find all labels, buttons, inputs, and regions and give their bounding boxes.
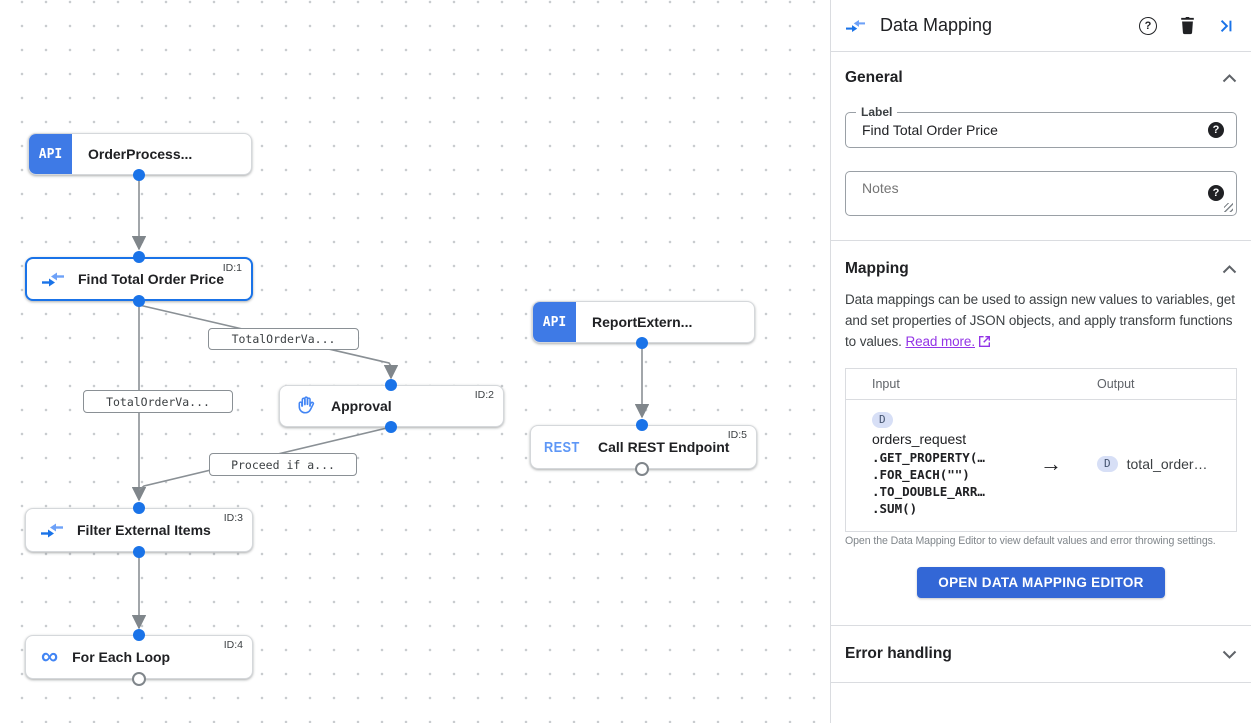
node-title: Call REST Endpoint	[598, 439, 730, 455]
panel-header: Data Mapping ?	[831, 0, 1251, 52]
chevron-down-icon[interactable]	[1222, 650, 1237, 659]
node-title: For Each Loop	[72, 649, 171, 665]
data-mapping-icon	[41, 523, 63, 538]
node-filter-external-items[interactable]: Filter External Items ID:3	[25, 508, 253, 552]
mapping-description: Data mappings can be used to assign new …	[845, 289, 1237, 353]
general-section-title: General	[845, 69, 903, 86]
error-handling-section-title: Error handling	[845, 645, 952, 662]
editor-note: Open the Data Mapping Editor to view def…	[845, 535, 1216, 547]
label-input[interactable]	[862, 122, 1208, 138]
divider	[831, 625, 1251, 626]
node-title: Filter External Items	[77, 522, 211, 538]
api-trigger-icon: API	[29, 134, 72, 174]
node-call-rest-endpoint[interactable]: REST Call REST Endpoint ID:5	[530, 425, 757, 469]
general-section-header[interactable]: General	[845, 69, 1237, 87]
node-title: Find Total Order Price	[78, 271, 224, 287]
chevron-up-icon[interactable]	[1222, 73, 1237, 83]
divider	[831, 682, 1251, 683]
connection-port[interactable]	[133, 251, 145, 263]
divider	[831, 240, 1251, 241]
connection-port[interactable]	[133, 169, 145, 181]
node-report-extern-trigger[interactable]: API ReportExtern...	[532, 301, 755, 343]
connection-port[interactable]	[133, 629, 145, 641]
output-variable-name: total_order…	[1126, 455, 1208, 472]
mapping-description-text: Data mappings can be used to assign new …	[845, 292, 1235, 349]
mapping-table: Input Output D orders_request .GET_PROPE…	[845, 368, 1237, 532]
connection-port[interactable]	[636, 337, 648, 349]
input-variable-name: orders_request	[872, 431, 967, 447]
approval-hand-icon	[295, 395, 317, 417]
node-for-each-loop[interactable]: ∞ For Each Loop ID:4	[25, 635, 253, 679]
variable-type-badge: D	[1097, 455, 1118, 472]
node-order-process-trigger[interactable]: API OrderProcess...	[28, 133, 252, 175]
connection-port[interactable]	[133, 546, 145, 558]
resize-handle[interactable]	[1224, 203, 1233, 212]
help-icon[interactable]: ?	[1208, 122, 1224, 138]
delete-icon[interactable]	[1179, 16, 1196, 35]
node-id-badge: ID:4	[223, 639, 243, 651]
notes-field[interactable]: ?	[845, 171, 1237, 216]
node-id-badge: ID:2	[474, 389, 494, 401]
panel-title: Data Mapping	[880, 15, 993, 35]
node-id-badge: ID:5	[727, 429, 747, 441]
mapping-section-header[interactable]: Mapping	[845, 260, 1237, 278]
variable-type-badge: D	[872, 412, 893, 428]
open-data-mapping-editor-button[interactable]: OPEN DATA MAPPING EDITOR	[917, 567, 1165, 598]
chevron-up-icon[interactable]	[1222, 264, 1237, 274]
node-id-badge: ID:3	[223, 512, 243, 524]
external-link-icon[interactable]	[978, 332, 990, 353]
connection-port[interactable]	[133, 502, 145, 514]
edge-label[interactable]: TotalOrderVa...	[83, 390, 233, 413]
notes-input[interactable]	[862, 180, 1208, 206]
config-panel: Data Mapping ? General	[830, 0, 1251, 723]
label-field[interactable]: Label ?	[845, 105, 1237, 148]
node-title: ReportExtern...	[592, 314, 693, 330]
output-column-header: Output	[1097, 377, 1135, 391]
data-mapping-icon	[42, 272, 64, 287]
data-mapping-icon	[846, 19, 865, 33]
rest-icon: REST	[544, 438, 580, 456]
node-title: Approval	[331, 398, 392, 414]
transform-function: .SUM()	[872, 501, 918, 516]
connection-port[interactable]	[385, 421, 397, 433]
help-icon[interactable]: ?	[1208, 185, 1224, 201]
input-column-header: Input	[872, 377, 900, 391]
error-handling-section-header[interactable]: Error handling	[845, 645, 1237, 663]
mapping-table-header: Input Output	[846, 369, 1236, 400]
edge-label[interactable]: TotalOrderVa...	[208, 328, 359, 350]
edge-label[interactable]: Proceed if a...	[209, 453, 357, 476]
transform-function: .GET_PROPERTY(…	[872, 450, 985, 465]
connection-port[interactable]	[133, 295, 145, 307]
transform-function: .TO_DOUBLE_ARR…	[872, 484, 985, 499]
node-approval[interactable]: Approval ID:2	[279, 385, 504, 427]
mapping-arrow-icon: →	[1040, 450, 1062, 476]
connection-port[interactable]	[385, 379, 397, 391]
node-title: OrderProcess...	[88, 146, 193, 162]
connection-port-end[interactable]	[635, 462, 649, 476]
flow-canvas[interactable]: TotalOrderVa... TotalOrderVa... Proceed …	[0, 0, 830, 723]
close-panel-icon[interactable]	[1218, 18, 1234, 34]
flow-edges	[131, 175, 650, 630]
read-more-link[interactable]: Read more.	[905, 334, 975, 349]
transform-function: .FOR_EACH("")	[872, 467, 970, 482]
label-field-label: Label	[856, 105, 898, 119]
api-trigger-icon: API	[533, 302, 576, 342]
loop-infinity-icon: ∞	[41, 643, 59, 670]
node-id-badge: ID:1	[222, 262, 242, 274]
connection-port-end[interactable]	[132, 672, 146, 686]
connection-port[interactable]	[636, 419, 648, 431]
mapping-section-title: Mapping	[845, 260, 909, 277]
mapping-row[interactable]: D orders_request .GET_PROPERTY(… .FOR_EA…	[846, 400, 1236, 531]
help-icon[interactable]: ?	[1139, 16, 1157, 35]
